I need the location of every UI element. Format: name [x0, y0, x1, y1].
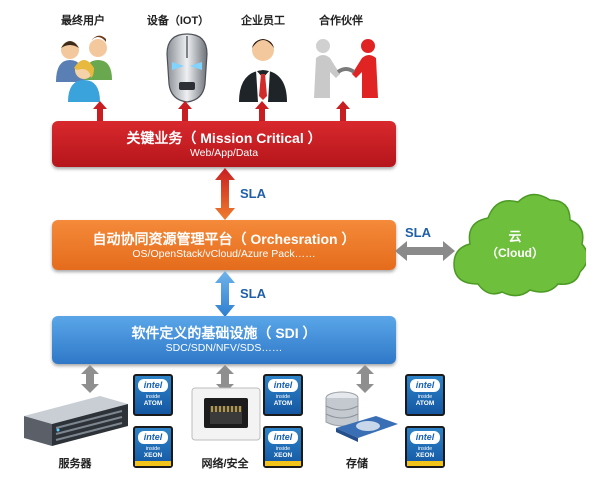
intel-atom-text: ATOM [415, 400, 435, 407]
intel-brand: intel [410, 431, 440, 444]
server-arrow-icon [81, 365, 99, 393]
orchestration-subtitle: OS/OpenStack/vCloud/Azure Pack…… [132, 248, 316, 260]
storage-label: 存储 [346, 458, 368, 470]
intel-atom-text: ATOM [273, 400, 293, 407]
storage-disk-icon [325, 391, 398, 442]
mission-critical-title: 关键业务（ Mission Critical ） [126, 130, 322, 146]
network-port-icon [191, 387, 261, 441]
intel-inside: inside [275, 446, 291, 452]
intel-inside: inside [417, 394, 433, 400]
intel-inside: inside [275, 394, 291, 400]
intel-brand: intel [268, 379, 298, 392]
device-label: 设备（IOT） [146, 15, 210, 27]
intel-inside: inside [145, 446, 161, 452]
intel-atom-chip-server: intel inside ATOM [133, 374, 173, 416]
lower-sla-label: SLA [240, 286, 266, 301]
network-arrow-icon [216, 365, 234, 393]
cloud-shape-icon [453, 193, 586, 297]
intel-atom-chip-storage: intel inside ATOM [405, 374, 445, 416]
lower-sla-arrow-icon [215, 271, 235, 317]
sdi-subtitle: SDC/SDN/NFV/SDS…… [165, 342, 283, 354]
intel-atom-text: ATOM [143, 400, 163, 407]
cloud-label-zh: 云 [508, 229, 522, 244]
server-label: 服务器 [58, 458, 92, 470]
partner-label: 合作伙伴 [319, 15, 363, 27]
intel-xeon-text: XEON [143, 452, 163, 459]
intel-brand: intel [268, 431, 298, 444]
upper-sla-arrow-icon [215, 168, 235, 220]
sdi-band: 软件定义的基础设施（ SDI ） SDC/SDN/NFV/SDS…… [52, 316, 396, 364]
orchestration-title: 自动协同资源管理平台（ Orchesration ） [92, 231, 356, 247]
intel-xeon-chip-storage: intel inside XEON [405, 426, 445, 468]
sdi-title: 软件定义的基础设施（ SDI ） [131, 325, 317, 341]
cloud-label-en: （Cloud） [486, 246, 544, 260]
server-rack-icon [24, 396, 128, 446]
cloud-link-arrow-icon [395, 241, 455, 261]
upper-sla-label: SLA [240, 186, 266, 201]
intel-xeon-chip-network: intel inside XEON [263, 426, 303, 468]
intel-brand: intel [138, 379, 168, 392]
handshake-icon [314, 39, 378, 98]
businessman-icon [239, 39, 287, 102]
intel-xeon-text: XEON [273, 452, 293, 459]
intel-inside: inside [145, 394, 161, 400]
mission-critical-band: 关键业务（ Mission Critical ） Web/App/Data [52, 121, 396, 167]
network-label: 网络/安全 [201, 458, 249, 470]
intel-xeon-text: XEON [415, 452, 435, 459]
mission-critical-subtitle: Web/App/Data [189, 147, 259, 159]
intel-atom-chip-network: intel inside ATOM [263, 374, 303, 416]
staff-label: 企业员工 [241, 15, 285, 27]
robot-device-icon [166, 33, 208, 103]
intel-brand: intel [138, 431, 168, 444]
users-group-icon [56, 35, 112, 102]
cloud-sla-label: SLA [405, 225, 431, 240]
intel-xeon-chip-server: intel inside XEON [133, 426, 173, 468]
orchestration-band: 自动协同资源管理平台（ Orchesration ） OS/OpenStack/… [52, 220, 396, 270]
end-user-label: 最终用户 [61, 15, 105, 27]
intel-brand: intel [410, 379, 440, 392]
intel-inside: inside [417, 446, 433, 452]
storage-arrow-icon [356, 365, 374, 393]
